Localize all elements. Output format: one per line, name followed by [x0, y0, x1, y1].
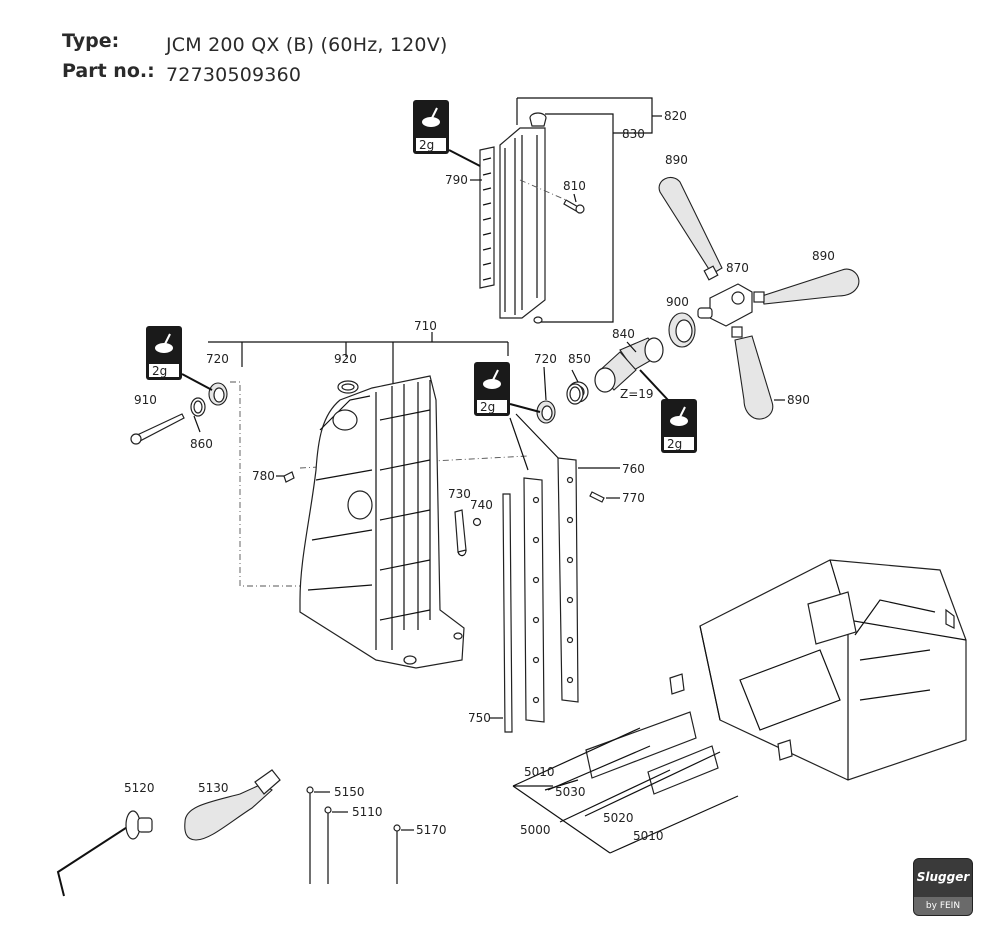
part-label-850: 850	[568, 352, 591, 366]
carry-case	[585, 559, 967, 795]
part-label-5010-top: 5010	[524, 765, 555, 779]
logo-brand: Slugger	[916, 870, 970, 884]
right-bushings	[536, 366, 584, 424]
case-leader-lines	[512, 727, 739, 854]
part-label-900: 900	[666, 295, 689, 309]
part-label-5030: 5030	[555, 785, 586, 799]
column-assembly	[479, 97, 662, 324]
part-label-710: 710	[414, 319, 437, 333]
gib-strips	[502, 413, 605, 733]
logo-sub: by FEIN	[914, 897, 972, 915]
part-labels: 820 830 810 790 890 890 890 870 900 840 …	[124, 109, 835, 843]
part-label-820: 820	[664, 109, 687, 123]
part-label-780: 780	[252, 469, 275, 483]
lube-badge-label: 2g	[152, 364, 167, 378]
type-value: JCM 200 QX (B) (60Hz, 120V)	[166, 34, 448, 56]
part-label-830: 830	[622, 127, 645, 141]
part-label-5020: 5020	[603, 811, 634, 825]
main-body-frame	[208, 332, 529, 669]
part-label-5110: 5110	[352, 805, 383, 819]
lube-badge-label: 2g	[419, 138, 434, 152]
slugger-logo: Slugger by FEIN	[913, 858, 973, 916]
left-bushings	[130, 382, 228, 445]
lube-badge-label: 2g	[667, 437, 682, 451]
part-label-5000: 5000	[520, 823, 551, 837]
part-label-790: 790	[445, 173, 468, 187]
part-label-770: 770	[622, 491, 645, 505]
part-label-5130: 5130	[198, 781, 229, 795]
part-label-890-right: 890	[812, 249, 835, 263]
small-parts	[283, 471, 482, 557]
part-label-740: 740	[470, 498, 493, 512]
accessories	[56, 769, 414, 897]
part-label-840: 840	[612, 327, 635, 341]
part-label-720-left: 720	[206, 352, 229, 366]
part-label-860: 860	[190, 437, 213, 451]
lube-badge-1: 2g	[413, 100, 481, 167]
part-label-720-right: 720	[534, 352, 557, 366]
part-label-870: 870	[726, 261, 749, 275]
gear-teeth-note: Z=19	[620, 387, 654, 401]
lube-badge-label: 2g	[480, 400, 495, 414]
part-label-5120: 5120	[124, 781, 155, 795]
lube-badge-2: 2g	[146, 326, 213, 391]
part-label-910: 910	[134, 393, 157, 407]
part-label-760: 760	[622, 462, 645, 476]
part-label-750: 750	[468, 711, 491, 725]
part-label-5170: 5170	[416, 823, 447, 837]
part-label-920: 920	[334, 352, 357, 366]
part-no-label: Part no.:	[62, 60, 155, 82]
part-label-890-top: 890	[665, 153, 688, 167]
type-label: Type:	[62, 30, 120, 52]
lube-badge-3: 2g	[474, 362, 541, 416]
part-label-890-bottom: 890	[787, 393, 810, 407]
part-label-5010-bottom: 5010	[633, 829, 664, 843]
part-label-730: 730	[448, 487, 471, 501]
part-no-value: 72730509360	[166, 64, 302, 86]
part-label-810: 810	[563, 179, 586, 193]
part-label-5150: 5150	[334, 785, 365, 799]
handle-assembly	[658, 177, 860, 420]
lube-badge-4: 2g	[639, 369, 697, 453]
